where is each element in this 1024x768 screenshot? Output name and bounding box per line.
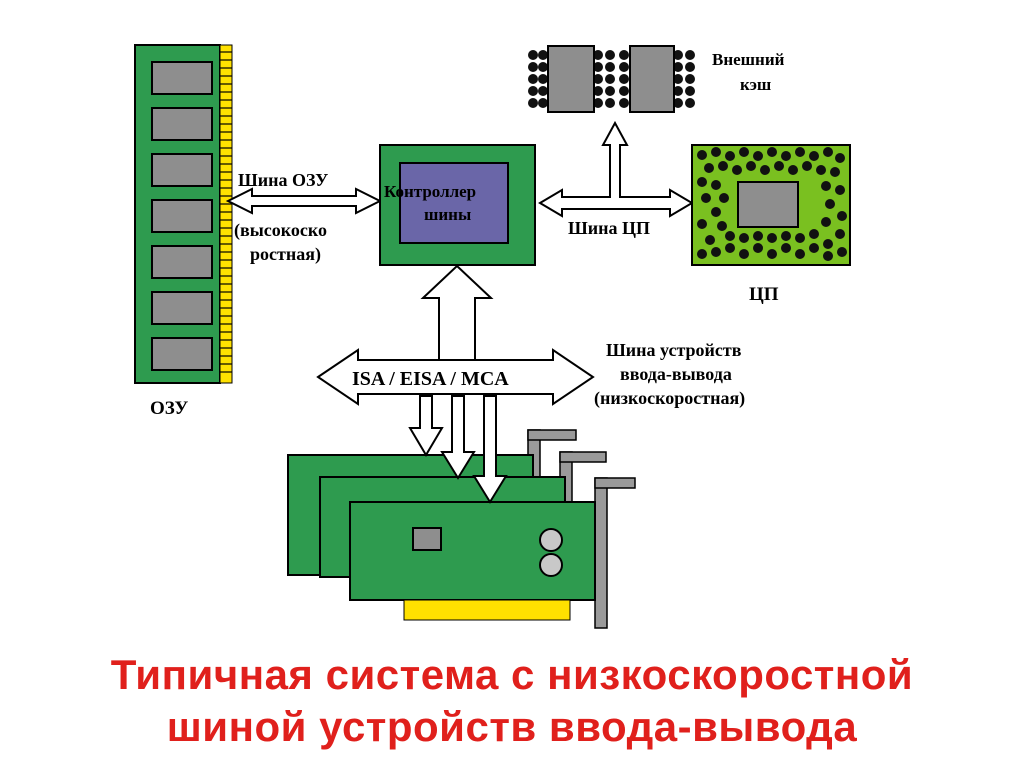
controller-core bbox=[399, 162, 509, 244]
cpu-die bbox=[737, 181, 799, 228]
caption-line-1: Типичная система с низкоскоростной bbox=[110, 651, 914, 698]
ram-label: ОЗУ bbox=[150, 398, 188, 419]
ram-chip bbox=[151, 337, 213, 371]
cache-label-1: Внешний bbox=[712, 50, 785, 69]
io-bus-label-2: ввода-вывода bbox=[620, 364, 732, 384]
expansion-card bbox=[349, 501, 596, 601]
ram-chip bbox=[151, 61, 213, 95]
cpu-pins bbox=[697, 147, 847, 261]
ram-bus-speed-2: ростная) bbox=[250, 244, 321, 265]
card-chip bbox=[412, 527, 442, 551]
ram-module: ОЗУ bbox=[134, 44, 233, 419]
ram-chip bbox=[151, 245, 213, 279]
cache-chip bbox=[547, 45, 595, 113]
cpu-label: ЦП bbox=[749, 284, 779, 305]
caption-line-2: шиной устройств ввода-вывода bbox=[166, 703, 858, 750]
cache-chip bbox=[629, 45, 675, 113]
ram-bus-speed-1: (высокоско bbox=[234, 220, 327, 241]
card-port bbox=[539, 553, 563, 577]
cpu-bus-arrow bbox=[538, 120, 694, 218]
io-bus-arrow bbox=[316, 348, 595, 406]
card-edge-connector bbox=[403, 599, 571, 621]
down-arrow bbox=[472, 395, 508, 504]
ram-bus-label: Шина ОЗУ bbox=[238, 170, 328, 190]
ram-chip bbox=[151, 291, 213, 325]
cpu-bus-label: Шина ЦП bbox=[568, 218, 650, 238]
ram-chips bbox=[151, 61, 213, 371]
ram-bus-arrow bbox=[225, 187, 383, 215]
io-bus-name: ISA / EISA / MCA bbox=[352, 368, 509, 390]
controller-io-arrow bbox=[420, 264, 494, 361]
ram-contacts bbox=[219, 44, 233, 384]
external-cache: Внешний кэш bbox=[528, 45, 785, 113]
down-arrow bbox=[440, 395, 476, 480]
down-arrow bbox=[408, 395, 444, 457]
io-bus-label-3: (низкоскоростная) bbox=[594, 388, 745, 409]
ram-chip bbox=[151, 107, 213, 141]
card-bracket bbox=[594, 477, 608, 629]
cpu: ЦП bbox=[691, 144, 851, 305]
cache-label-2: кэш bbox=[740, 75, 771, 94]
ram-chip bbox=[151, 199, 213, 233]
io-bus-label-1: Шина устройств bbox=[606, 340, 742, 360]
controller-label-1: Контроллер bbox=[384, 182, 476, 201]
cache-pins bbox=[528, 50, 695, 108]
bus-controller: Контроллер шины bbox=[379, 144, 536, 266]
controller-label-2: шины bbox=[424, 205, 471, 224]
ram-chip bbox=[151, 153, 213, 187]
card-port bbox=[539, 528, 563, 552]
io-card-arrows bbox=[408, 395, 508, 504]
